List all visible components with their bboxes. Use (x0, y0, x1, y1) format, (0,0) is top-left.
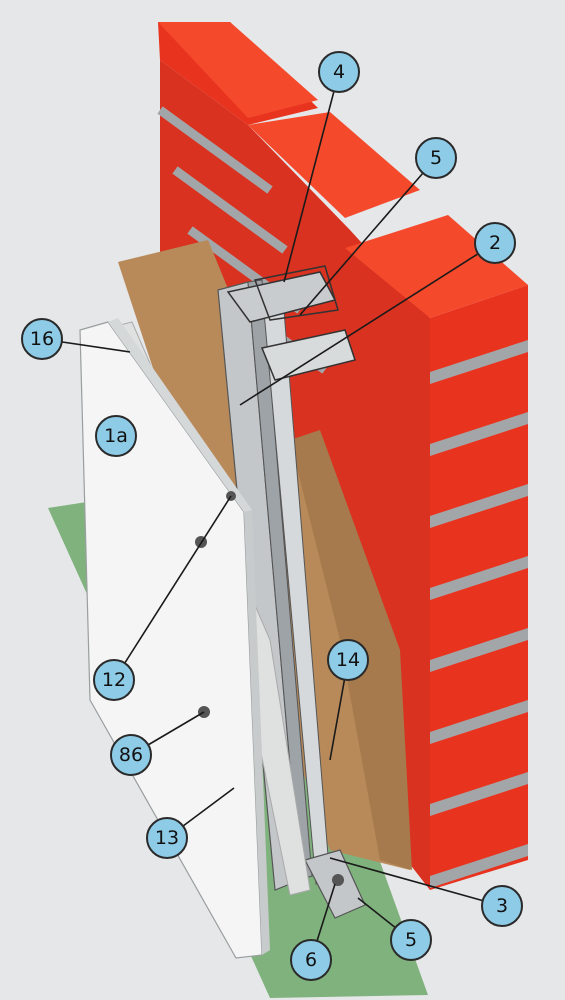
mortar-joint (430, 628, 528, 672)
mortar-joint (172, 166, 288, 254)
callout-16: 16 (21, 318, 63, 360)
callout-circle (318, 51, 360, 93)
mortar-joint (430, 844, 528, 888)
callout-circle (290, 939, 332, 981)
callout-14: 14 (327, 639, 369, 681)
brick-top-step-1 (248, 112, 420, 218)
callout-5-top: 5 (415, 137, 457, 179)
mortar-joint (430, 484, 528, 528)
callout-text: 6 (305, 949, 317, 971)
callout-text: 3 (496, 895, 508, 917)
callout-circle (415, 137, 457, 179)
callout-text: 4 (333, 61, 345, 83)
wall-bracket-lower (260, 329, 356, 381)
mortar-joint (430, 700, 528, 744)
wall-bracket-upper (226, 265, 339, 323)
mortar-joint (430, 772, 528, 816)
callout-text: 14 (336, 649, 360, 671)
callout-circle (110, 734, 152, 776)
callout-circle (481, 885, 523, 927)
callout-circle (474, 222, 516, 264)
mortar-joint (430, 412, 528, 456)
drywall-board-edge (108, 318, 252, 512)
callout-text: 5 (405, 929, 417, 951)
callout-text: 2 (489, 232, 501, 254)
callout-12: 12 (93, 659, 135, 701)
callout-circle (327, 639, 369, 681)
callout-5-bottom: 5 (390, 919, 432, 961)
brick-top-step-0 (158, 22, 318, 118)
callout-3: 3 (481, 885, 523, 927)
callout-text: 86 (119, 744, 143, 766)
callout-13: 13 (146, 817, 188, 859)
mortar-joints (430, 340, 528, 888)
callout-text: 12 (102, 669, 126, 691)
screw-6 (332, 874, 344, 886)
callout-6: 6 (290, 939, 332, 981)
callout-text: 13 (155, 827, 179, 849)
mortar-joint (430, 340, 528, 384)
callout-1a: 1a (95, 415, 137, 457)
drywall-board-edge-right (244, 510, 270, 955)
callout-labels: 4 5 2 16 1a 12 14 86 13 3 6 5 (21, 51, 523, 981)
callout-86: 86 (110, 734, 152, 776)
callout-2: 2 (474, 222, 516, 264)
drywall-boards (79, 318, 344, 959)
mortar-joint (430, 556, 528, 600)
callout-circle (21, 318, 63, 360)
mortar-joint (157, 106, 273, 194)
callout-circle (146, 817, 188, 859)
callout-text: 1a (104, 425, 128, 447)
callout-text: 16 (30, 328, 54, 350)
callout-circle (390, 919, 432, 961)
callout-circle (95, 415, 137, 457)
brick-wall-top (345, 215, 528, 318)
callout-circle (93, 659, 135, 701)
callout-4: 4 (318, 51, 360, 93)
callout-text: 5 (430, 147, 442, 169)
